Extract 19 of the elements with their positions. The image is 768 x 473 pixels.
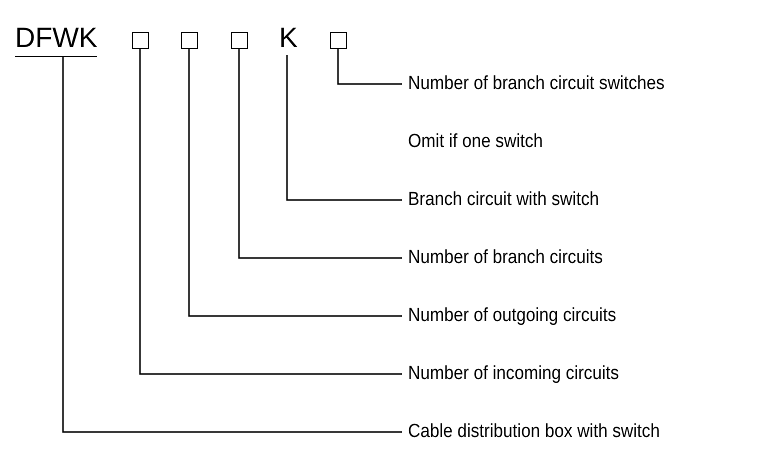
description-text: Branch circuit with switch <box>408 188 599 212</box>
placeholder-square <box>230 32 248 49</box>
underlined-model-code: DFWK <box>15 22 98 57</box>
description-text: Number of incoming circuits <box>408 362 619 386</box>
leader-line <box>238 49 402 259</box>
description-text: Cable distribution box with switch <box>408 420 660 444</box>
note-text: Omit if one switch <box>408 130 543 154</box>
leader-line <box>286 55 402 201</box>
leader-line <box>62 57 402 433</box>
description-text: Number of branch circuits <box>408 246 603 270</box>
description-text: Number of branch circuit switches <box>408 72 665 96</box>
description-text: Number of outgoing circuits <box>408 304 616 328</box>
placeholder-square <box>330 32 346 49</box>
leader-line <box>139 49 402 375</box>
leader-line <box>337 49 402 85</box>
placeholder-square <box>180 32 198 49</box>
placeholder-square <box>132 32 148 49</box>
leader-line <box>188 49 402 317</box>
model-code-letter: K <box>279 22 298 54</box>
